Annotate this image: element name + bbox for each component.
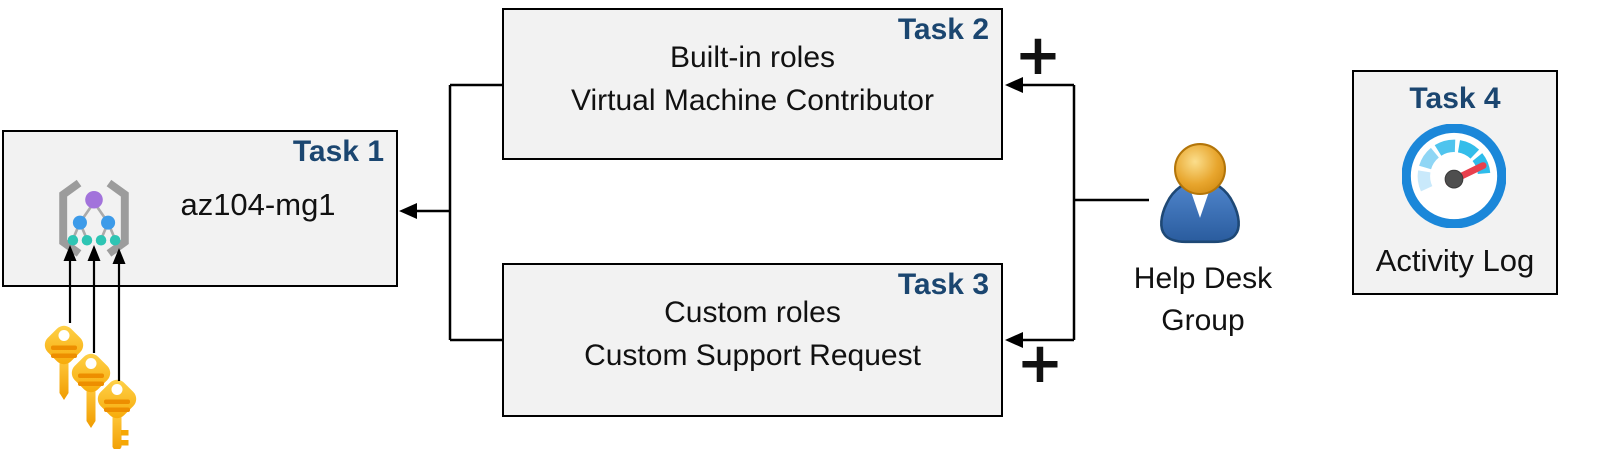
task2-label: Task 2 [897,13,989,46]
task2-text: Built-in roles Virtual Machine Contribut… [504,36,1001,122]
task3-text: Custom roles Custom Support Request [504,291,1001,377]
task1-box: Task 1 az104-mg1 [2,130,398,287]
task3-line2: Custom Support Request [584,339,921,372]
task3-line1: Custom roles [664,296,841,329]
management-group-icon [59,179,129,257]
help-desk-group-line1: Help Desk [1133,262,1273,295]
task1-title: az104-mg1 [180,187,336,222]
gauge-hub [1444,169,1464,189]
task2-line1: Built-in roles [669,41,836,74]
task3-box: Task 3 Custom roles Custom Support Reque… [502,263,1003,417]
help-desk-group-label: Help Desk Group [1105,258,1301,342]
task2-line2: Virtual Machine Contributor [571,84,934,117]
plus-sign-task3: + [1016,331,1064,396]
activity-log-gauge-icon [1402,124,1506,228]
key-icon-3 [97,379,137,449]
key-icon-1 [44,325,84,400]
plus-sign-task2: + [1014,23,1062,88]
keys-icon [44,325,137,449]
task3-label: Task 3 [897,268,989,301]
key-icon-2 [71,353,111,428]
task4-box: Task 4 Activity Log [1352,70,1558,295]
user-icon [1160,143,1240,244]
task1-label: Task 1 [292,135,384,168]
task2-box: Task 2 Built-in roles Virtual Machine Co… [502,8,1003,160]
task4-title: Activity Log [1375,243,1535,278]
help-desk-group-line2: Group [1161,304,1245,337]
arrowhead-task1 [399,203,417,219]
task4-label: Task 4 [1409,82,1501,115]
